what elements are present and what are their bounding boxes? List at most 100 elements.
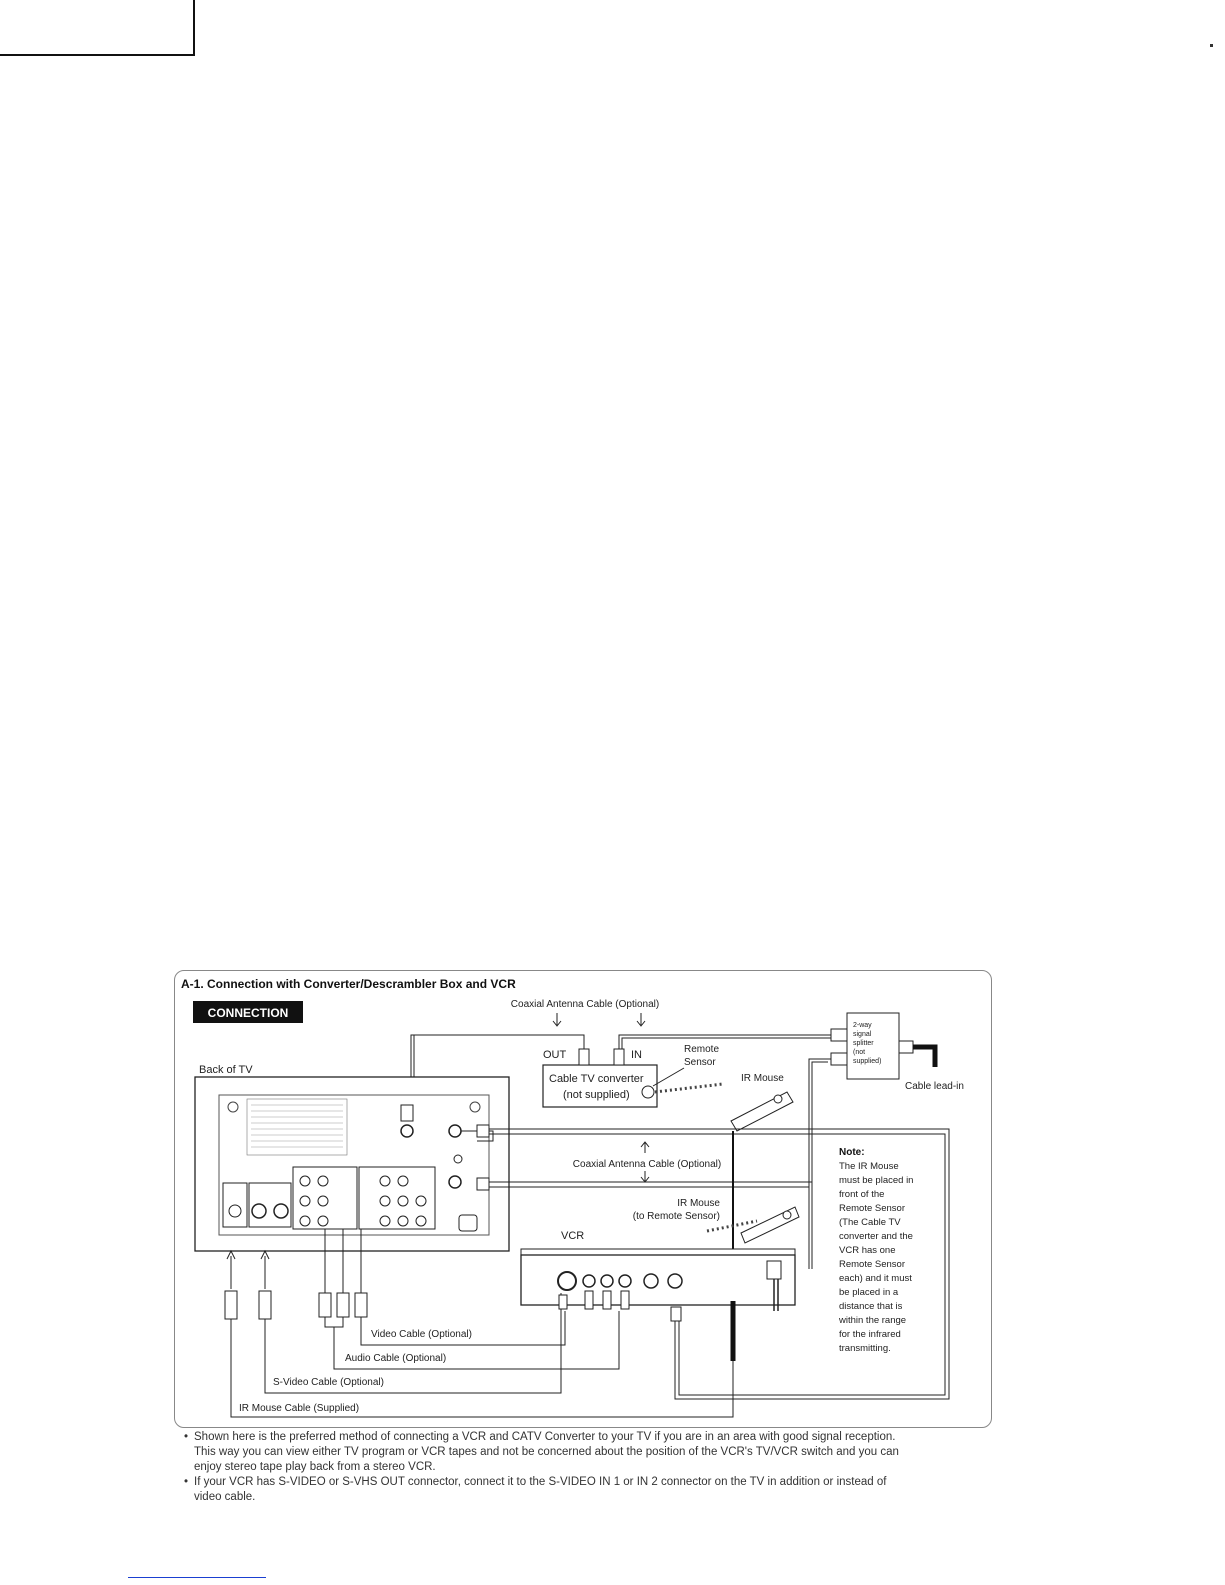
tv-out-jack — [448, 1124, 462, 1138]
arrow-up-icon — [226, 1249, 236, 1260]
vcr-audio-r-plug — [620, 1290, 630, 1310]
note-line: must be placed in — [839, 1175, 913, 1186]
vcr-label: VCR — [561, 1230, 584, 1242]
converter-out-connector — [578, 1048, 590, 1066]
tv-av-jack — [317, 1195, 329, 1207]
tv-ir-mouse-jack — [228, 1204, 242, 1218]
audio-cable-run — [324, 1311, 620, 1370]
coax-middle-label: Coaxial Antenna Cable (Optional) — [573, 1159, 721, 1170]
arrow-down-icon — [552, 1013, 562, 1027]
bullet-icon: • — [184, 1431, 189, 1443]
note-line: transmitting. — [839, 1343, 891, 1354]
vcr-audio-r-jack — [618, 1274, 632, 1288]
tv-cable-in-jack — [400, 1124, 414, 1138]
ir-mouse-top-label: IR Mouse — [741, 1073, 784, 1084]
arrow-up-icon — [260, 1249, 270, 1260]
note-line: front of the — [839, 1189, 884, 1200]
ir-beam-mid — [706, 1219, 758, 1233]
note-line: VCR has one — [839, 1245, 896, 1256]
usage-note-line: If your VCR has S-VIDEO or S-VHS OUT con… — [194, 1476, 887, 1488]
remote-sensor-pointer — [652, 1067, 685, 1087]
tv-av-jack — [299, 1215, 311, 1227]
ir-mouse-top-icon — [730, 1091, 794, 1132]
splitter-out-1 — [830, 1028, 848, 1042]
vcr-in-plug — [670, 1306, 682, 1322]
bottom-link-underline[interactable] — [128, 1577, 266, 1578]
note-line: within the range — [838, 1315, 906, 1326]
usage-notes: • Shown here is the preferred method of … — [184, 1430, 994, 1505]
coax-converter-to-splitter-b — [621, 1037, 831, 1049]
note-line: distance that is — [839, 1301, 903, 1312]
screw-icon — [469, 1101, 481, 1113]
connection-diagram-panel: A-1. Connection with Converter/Descrambl… — [174, 970, 992, 1428]
note-line: converter and the — [839, 1231, 913, 1242]
rca-plug-audio-r — [336, 1292, 350, 1318]
usage-note-line: Shown here is the preferred method of co… — [194, 1431, 896, 1443]
connection-diagram: A-1. Connection with Converter/Descrambl… — [181, 977, 964, 1418]
note-line: be placed in a — [839, 1287, 899, 1298]
page-corner-box — [0, 0, 195, 56]
cable-lead-in-line — [913, 1044, 938, 1067]
note-line: each) and it must — [839, 1273, 912, 1284]
tv-cable-in-connector — [400, 1104, 414, 1122]
coax-tv-out-loop-b — [489, 1133, 946, 1396]
ir-beam-top — [654, 1082, 724, 1094]
screw-icon — [227, 1101, 239, 1113]
tv-svideo-jack-2 — [273, 1203, 289, 1219]
vcr-svideo-jack — [557, 1271, 577, 1291]
vcr-audio-l-jack — [600, 1274, 614, 1288]
vcr-in-jack — [667, 1273, 683, 1289]
tv-out-jack-small — [397, 1195, 409, 1207]
ir-mouse-cable-label: IR Mouse Cable (Supplied) — [239, 1403, 359, 1414]
splitter-label-2: signal — [853, 1031, 872, 1038]
cable-tv-converter-box — [542, 1064, 658, 1108]
usage-note-line: This way you can view either TV program … — [194, 1446, 899, 1458]
cable-lead-in-label: Cable lead-in — [905, 1081, 964, 1092]
converter-not-supplied: (not supplied) — [563, 1089, 630, 1101]
vcr-top — [520, 1248, 796, 1256]
ir-mouse-cable-run — [230, 1319, 734, 1418]
tv-av-jack — [317, 1175, 329, 1187]
vcr-svideo-plug — [558, 1294, 568, 1310]
remote-sensor-icon — [641, 1085, 655, 1099]
splitter-label-4: (not — [853, 1049, 865, 1056]
rca-plug-audio-l — [318, 1292, 332, 1318]
connection-badge — [193, 1001, 303, 1023]
coax-top-label: Coaxial Antenna Cable (Optional) — [511, 999, 659, 1010]
coax-converter-to-splitter — [618, 1034, 831, 1049]
splitter-label-3: splitter — [853, 1040, 874, 1047]
splitter-label-5: supplied) — [853, 1058, 881, 1065]
usage-note-line: enjoy stereo tape play back from a stere… — [194, 1461, 436, 1473]
note-line: Remote Sensor — [839, 1203, 905, 1214]
tv-out-jack-small — [379, 1215, 391, 1227]
tv-ant-in-plug — [476, 1177, 490, 1191]
audio-cable-label: Audio Cable (Optional) — [345, 1353, 446, 1364]
tv-av-jack — [317, 1215, 329, 1227]
tv-warning-label — [246, 1098, 348, 1156]
usage-note-item: • Shown here is the preferred method of … — [184, 1430, 994, 1475]
note-line: Remote Sensor — [839, 1259, 905, 1270]
tv-ant-in-jack — [448, 1175, 462, 1189]
converter-label: Cable TV converter — [549, 1073, 644, 1085]
coax-tv-out-loop — [489, 1128, 950, 1400]
vcr-video-jack — [582, 1274, 596, 1288]
ir-mouse-plug — [224, 1290, 238, 1320]
note-line: The IR Mouse — [839, 1161, 899, 1172]
ir-mouse-mid-label-1: IR Mouse — [677, 1198, 720, 1209]
tv-out-jack-small — [415, 1195, 427, 1207]
tv-out-jack-small — [379, 1175, 391, 1187]
arrow-down-icon — [640, 1171, 650, 1183]
rca-plug-video — [354, 1292, 368, 1318]
note-line: (The Cable TV — [839, 1217, 901, 1228]
tv-out-jack-small — [379, 1195, 391, 1207]
splitter-in — [898, 1040, 914, 1054]
note-line: for the infrared — [839, 1329, 901, 1340]
diagram-title: A-1. Connection with Converter/Descrambl… — [181, 977, 516, 991]
ir-mouse-top-lens — [773, 1094, 783, 1104]
converter-in-label: IN — [631, 1049, 642, 1061]
converter-out-label: OUT — [543, 1049, 567, 1061]
vcr-audio-l-plug — [602, 1290, 612, 1310]
tv-svideo-jack-1 — [251, 1203, 267, 1219]
remote-sensor-label-2: Sensor — [684, 1057, 716, 1068]
note-heading: Note: — [839, 1147, 865, 1158]
